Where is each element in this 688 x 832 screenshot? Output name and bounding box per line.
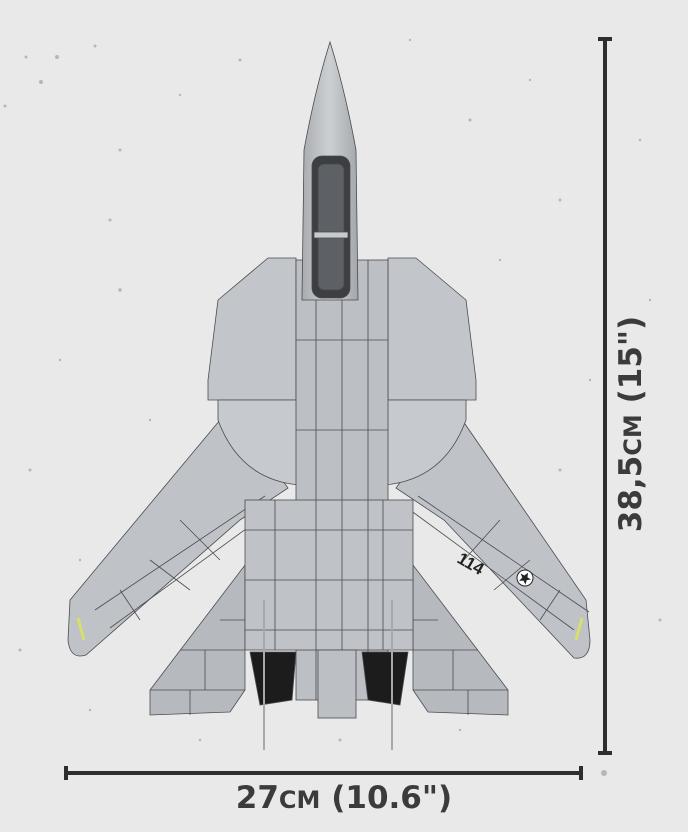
height-dimension-label: 38,5CM (15") [613,316,649,532]
left-nozzle [249,651,297,706]
glove-block [207,257,297,401]
insignia-star [516,569,534,587]
width-dimension-line [65,771,582,775]
width-unit: CM [278,786,321,814]
height-value: 38,5 [613,455,649,533]
left-tailplane [149,563,246,716]
height-unit: CM [619,414,647,456]
width-value: 27 [235,780,279,816]
width-dimension-cap-left [64,766,68,780]
width-dimension-label: 27CM (10.6") [0,780,688,816]
width-dimension-cap-right [579,766,583,780]
width-imperial: (10.6") [331,780,453,816]
glove-block-right [387,257,477,401]
height-dimension-cap-bottom [598,751,612,755]
height-dimension-line [603,39,607,753]
height-dimension-cap-top [598,37,612,41]
height-imperial: (15") [613,315,649,404]
right-nozzle [361,651,409,706]
right-wing [395,407,591,659]
right-tailplane [412,563,509,716]
